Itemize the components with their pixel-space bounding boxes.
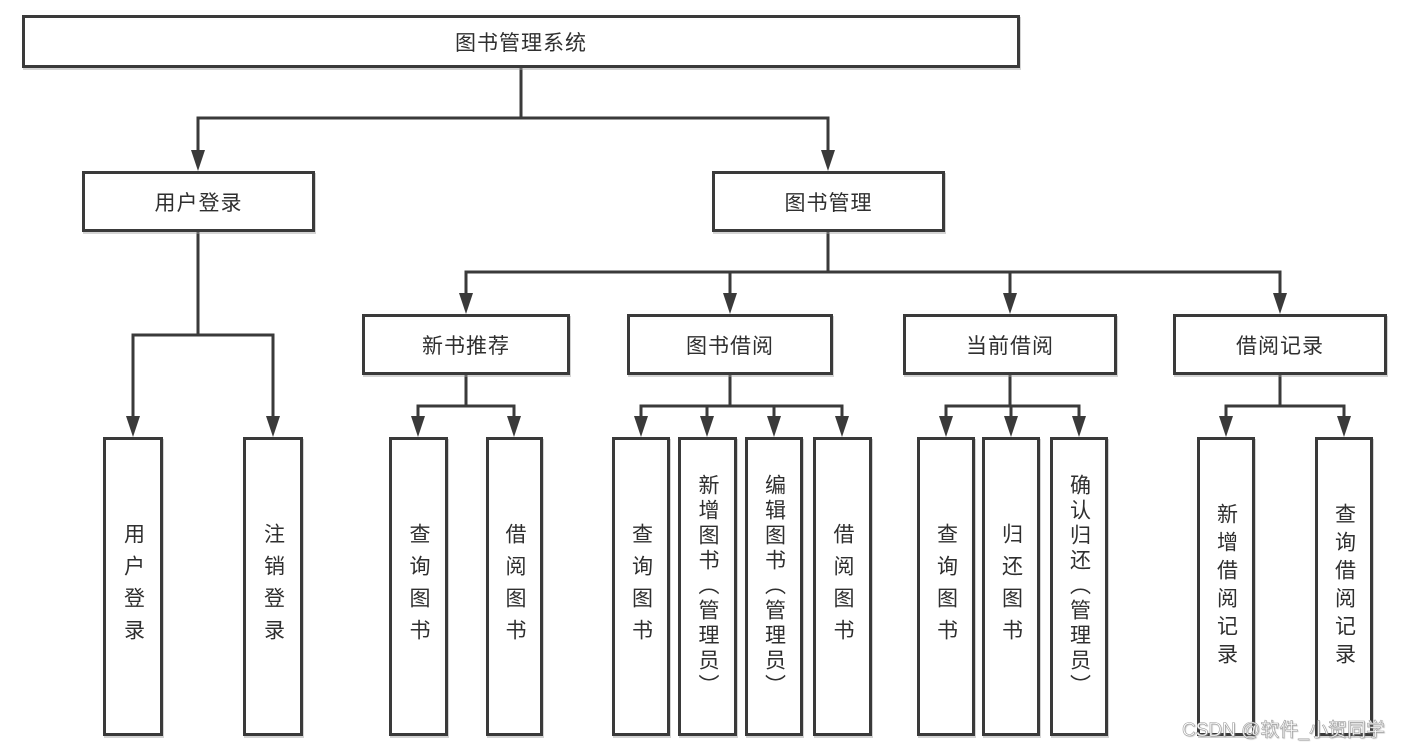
leaf-logout: 注销登录 bbox=[243, 437, 303, 736]
node-label: 编辑图书（管理员） bbox=[762, 474, 786, 699]
node-label: 新增图书（管理员） bbox=[696, 474, 719, 699]
leaf-return-books: 归还图书 bbox=[982, 437, 1040, 736]
node-current-borrowing: 当前借阅 bbox=[903, 314, 1117, 375]
leaf-borrow-books-recommend: 借阅图书 bbox=[486, 437, 543, 736]
node-label: 查询图书 bbox=[934, 522, 958, 651]
node-label: 用户登录 bbox=[121, 522, 145, 651]
leaf-add-books-admin: 新增图书（管理员） bbox=[678, 437, 737, 736]
leaf-query-borrow-record: 查询借阅记录 bbox=[1315, 437, 1373, 736]
node-label: 借阅记录 bbox=[1236, 334, 1324, 358]
node-label: 用户登录 bbox=[154, 191, 243, 215]
node-label: 新增借阅记录 bbox=[1214, 502, 1238, 671]
leaf-user-login: 用户登录 bbox=[103, 437, 163, 736]
node-label: 图书管理系统 bbox=[455, 31, 587, 55]
node-label: 新书推荐 bbox=[422, 334, 510, 358]
node-label: 确认归还（管理员） bbox=[1067, 474, 1091, 699]
leaf-edit-books-admin: 编辑图书（管理员） bbox=[745, 437, 803, 736]
node-label: 借阅图书 bbox=[831, 522, 854, 651]
csdn-watermark: CSDN @软件_小贺同学 bbox=[1182, 720, 1386, 742]
node-label: 当前借阅 bbox=[966, 334, 1054, 358]
node-label: 查询图书 bbox=[407, 522, 430, 651]
node-book-borrowing: 图书借阅 bbox=[627, 314, 833, 375]
node-label: 注销登录 bbox=[261, 522, 285, 651]
node-label: 借阅图书 bbox=[503, 522, 526, 651]
node-label: 图书管理 bbox=[784, 191, 873, 215]
leaf-add-borrow-record: 新增借阅记录 bbox=[1197, 437, 1255, 736]
node-label: 图书借阅 bbox=[686, 334, 774, 358]
leaf-borrow-books: 借阅图书 bbox=[813, 437, 872, 736]
leaf-query-books-recommend: 查询图书 bbox=[389, 437, 448, 736]
leaf-confirm-return-admin: 确认归还（管理员） bbox=[1050, 437, 1108, 736]
node-borrowing-records: 借阅记录 bbox=[1173, 314, 1387, 375]
leaf-query-books-borrowing: 查询图书 bbox=[612, 437, 670, 736]
node-label: 查询借阅记录 bbox=[1332, 502, 1356, 671]
node-user-login: 用户登录 bbox=[82, 171, 315, 232]
node-label: 归还图书 bbox=[999, 522, 1023, 651]
node-library-system: 图书管理系统 bbox=[22, 15, 1020, 68]
leaf-query-books-current: 查询图书 bbox=[917, 437, 975, 736]
node-label: 查询图书 bbox=[629, 522, 653, 651]
node-new-book-recommend: 新书推荐 bbox=[362, 314, 570, 375]
node-book-management: 图书管理 bbox=[712, 171, 945, 232]
